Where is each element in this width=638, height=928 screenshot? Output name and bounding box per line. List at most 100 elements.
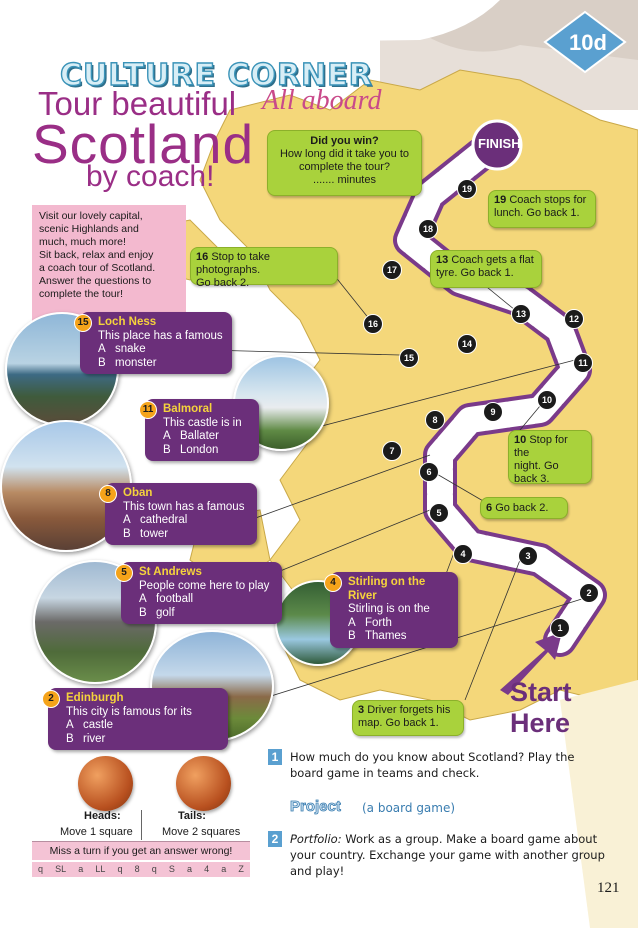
coin-heads-icon xyxy=(78,756,133,811)
task-2-number: 2 xyxy=(268,831,282,847)
option-letter: B xyxy=(348,630,356,642)
win-line: ....... minutes xyxy=(313,174,376,186)
coin-tails-icon xyxy=(176,756,231,811)
board-square-10: 10 xyxy=(537,390,557,410)
question-text: Stirling is on the xyxy=(348,603,430,615)
question-title: Oban xyxy=(123,487,153,499)
project-label: Project xyxy=(290,798,342,816)
heads-label: Heads: xyxy=(84,810,121,822)
instruction-text: lunch. Go back 1. xyxy=(494,207,580,219)
option-letter: A xyxy=(123,514,131,526)
task-2-line: and play! xyxy=(290,864,345,878)
board-square-16: 16 xyxy=(363,314,383,334)
upside-down-char: LL xyxy=(95,864,106,874)
instruction-num: 3 xyxy=(358,704,365,716)
board-square-11: 11 xyxy=(573,353,593,373)
question-text: People come here to play xyxy=(139,579,270,592)
did-you-win-box: Did you win? How long did it take you to… xyxy=(267,130,422,196)
upside-down-char: a xyxy=(221,864,227,874)
option-letter: A xyxy=(66,719,74,731)
option-letter: A xyxy=(163,430,171,442)
question-text: This castle is in xyxy=(163,416,242,429)
intro-line: much, much more! xyxy=(39,236,126,248)
option-b: golf xyxy=(156,606,175,619)
question-title: St Andrews xyxy=(139,566,202,578)
square-number-badge: 2 xyxy=(42,690,60,708)
intro-line: Answer the questions to xyxy=(39,275,152,287)
instruction-text: map. Go back 1. xyxy=(358,717,439,729)
instruction-box-10: 10 Stop for the night. Go back 3. xyxy=(508,430,592,485)
board-square-9: 9 xyxy=(483,402,503,422)
upside-down-char: S xyxy=(168,864,175,874)
coin-divider xyxy=(141,810,142,840)
upside-down-char: a xyxy=(78,864,84,874)
option-b: river xyxy=(83,732,106,745)
question-box-edinburgh: 2 Edinburgh This city is famous for its … xyxy=(42,688,228,750)
instruction-text: Stop to take photographs. xyxy=(196,251,271,276)
question-title: Loch Ness xyxy=(98,316,157,328)
instruction-text: Coach gets a flat xyxy=(451,254,534,266)
win-line: How long did it take you to xyxy=(279,148,410,160)
upside-down-answers: q SL a LL q 8 q S a 4 a Z xyxy=(32,862,250,877)
instruction-num: 13 xyxy=(436,254,449,266)
upside-down-char: Z xyxy=(238,864,244,874)
board-path-inner xyxy=(397,142,603,653)
board-square-2: 2 xyxy=(579,583,599,603)
task-1-number: 1 xyxy=(268,749,282,765)
intro-line: complete the tour! xyxy=(39,288,124,300)
upside-down-char: q xyxy=(38,864,44,874)
option-a: Ballater xyxy=(180,430,219,442)
question-text: This place has a famous xyxy=(98,329,223,342)
instruction-box-19: 19 Coach stops for lunch. Go back 1. xyxy=(488,190,596,228)
task-2-line: your country. Exchange your game with an… xyxy=(290,848,605,862)
instruction-box-6: 6 Go back 2. xyxy=(480,497,568,519)
task-2-lead: Portfolio: xyxy=(290,832,342,846)
board-square-13: 13 xyxy=(511,304,531,324)
option-a: football xyxy=(156,593,194,605)
board-square-15: 15 xyxy=(399,348,419,368)
option-letter: A xyxy=(139,593,147,605)
upside-down-char: 8 xyxy=(134,864,140,874)
board-square-18: 18 xyxy=(418,219,438,239)
board-square-4: 4 xyxy=(453,544,473,564)
instruction-box-16: 16 Stop to take photographs. Go back 2. xyxy=(190,247,338,289)
board-square-17: 17 xyxy=(382,260,402,280)
board-square-1: 1 xyxy=(550,618,570,638)
question-title: Balmoral xyxy=(163,403,213,415)
option-letter: A xyxy=(98,343,106,355)
instruction-text: Go back 2. xyxy=(196,277,250,289)
intro-line: scenic Highlands and xyxy=(39,223,139,235)
task-2-text: Portfolio: Work as a group. Make a board… xyxy=(290,831,620,879)
finish-circle xyxy=(471,119,523,171)
square-number-badge: 5 xyxy=(115,564,133,582)
section-title: CULTURE CORNER xyxy=(59,57,373,93)
tails-move: Move 2 squares xyxy=(162,826,241,838)
question-text: This city is famous for its xyxy=(66,705,192,718)
board-square-6: 6 xyxy=(419,462,439,482)
board-square-5: 5 xyxy=(429,503,449,523)
board-square-3: 3 xyxy=(518,546,538,566)
option-letter: B xyxy=(163,443,171,456)
question-text: This town has a famous xyxy=(123,500,245,513)
option-letter: A xyxy=(348,616,356,629)
board-square-14: 14 xyxy=(457,334,477,354)
square-number-badge: 15 xyxy=(74,314,92,332)
question-box-stirling: 4 Stirling on the River Stirling is on t… xyxy=(324,572,458,648)
upside-down-char: q xyxy=(117,864,123,874)
miss-turn-note: Miss a turn if you get an answer wrong! xyxy=(32,841,250,860)
project-subtitle: (a board game) xyxy=(362,801,456,815)
instruction-text: tyre. Go back 1. xyxy=(436,267,514,279)
instruction-text: Driver forgets his xyxy=(367,704,451,716)
square-number-badge: 8 xyxy=(99,485,117,503)
task-1-line: How much do you know about Scotland? Pla… xyxy=(290,750,575,764)
task-1-text: How much do you know about Scotland? Pla… xyxy=(290,749,620,781)
headline-line-3: by coach! xyxy=(86,160,215,193)
option-letter: B xyxy=(66,732,74,745)
intro-line: Sit back, relax and enjoy xyxy=(39,249,154,261)
question-title: Edinburgh xyxy=(66,692,124,704)
